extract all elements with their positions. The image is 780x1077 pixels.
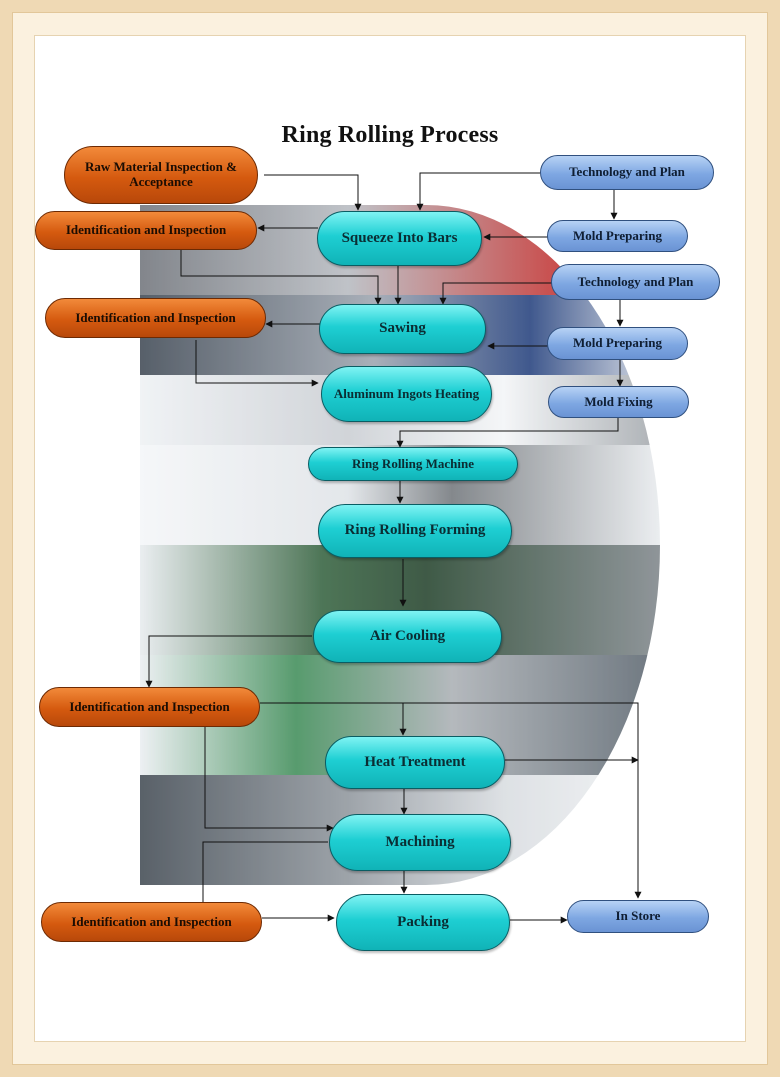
node-technology-and-plan-2: Technology and Plan <box>551 264 720 300</box>
node-squeeze-into-bars: Squeeze Into Bars <box>317 211 482 266</box>
node-heat-treatment: Heat Treatment <box>325 736 505 789</box>
arrow-ident3-to-machining <box>204 727 334 832</box>
node-aluminum-ingots-heating: Aluminum Ingots Heating <box>321 366 492 422</box>
node-mold-fixing: Mold Fixing <box>548 386 689 418</box>
node-machining: Machining <box>329 814 511 871</box>
arrow-raw-to-squeeze <box>264 174 362 211</box>
arrow-tech1-to-squeeze <box>416 172 540 211</box>
arrow-tech2-to-sawing <box>439 282 552 305</box>
arrow-ident1-to-sawing <box>180 250 382 305</box>
node-identification-inspection-1: Identification and Inspection <box>35 211 257 250</box>
arrow-ident2-to-heating <box>195 340 319 387</box>
node-ring-rolling-forming: Ring Rolling Forming <box>318 504 512 558</box>
node-mold-preparing-2: Mold Preparing <box>547 327 688 360</box>
node-identification-inspection-3: Identification and Inspection <box>39 687 260 727</box>
node-in-store: In Store <box>567 900 709 933</box>
node-air-cooling: Air Cooling <box>313 610 502 663</box>
node-identification-inspection-2: Identification and Inspection <box>45 298 266 338</box>
node-raw-material-inspection: Raw Material Inspection & Acceptance <box>64 146 258 204</box>
arrow-moldfix-to-machine <box>396 418 619 448</box>
arrow-machining-to-ident4 <box>202 841 328 904</box>
diagram-title: Ring Rolling Process <box>281 122 499 148</box>
arrow-ident3-to-instore <box>260 702 642 899</box>
arrow-cooling-to-ident3 <box>145 635 312 688</box>
node-identification-inspection-4: Identification and Inspection <box>41 902 262 942</box>
node-mold-preparing-1: Mold Preparing <box>547 220 688 252</box>
node-technology-and-plan-1: Technology and Plan <box>540 155 714 190</box>
node-packing: Packing <box>336 894 510 951</box>
node-ring-rolling-machine: Ring Rolling Machine <box>308 447 518 481</box>
node-sawing: Sawing <box>319 304 486 354</box>
